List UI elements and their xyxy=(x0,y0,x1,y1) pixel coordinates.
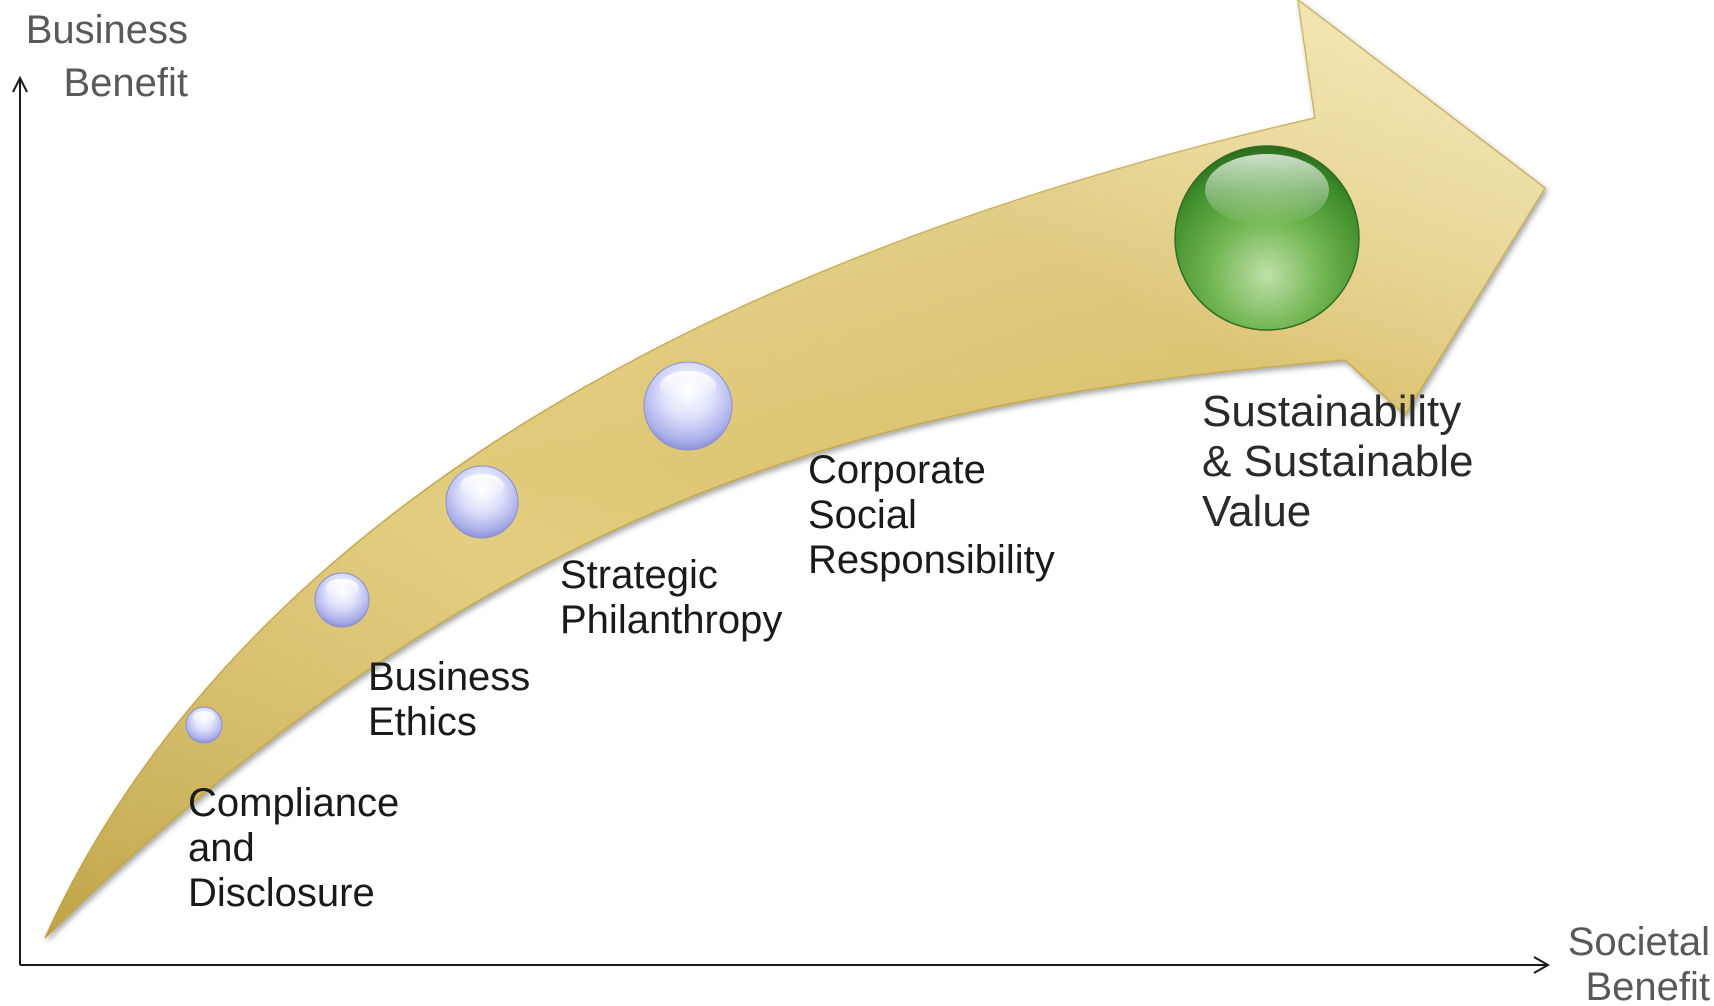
svg-text:Business: Business xyxy=(368,655,530,699)
stage-marker-3 xyxy=(445,465,519,539)
y-axis-label-line1: Business xyxy=(26,8,188,52)
x-axis-arrowhead-icon xyxy=(1533,956,1551,974)
x-axis-label-line2: Benefit xyxy=(1585,965,1710,1001)
stage-label-sustainability: Sustainability & Sustainable Value xyxy=(1202,387,1474,536)
svg-text:Corporate: Corporate xyxy=(808,448,986,492)
svg-text:Strategic: Strategic xyxy=(560,553,718,597)
progress-arrow xyxy=(44,0,1546,939)
svg-text:& Sustainable: & Sustainable xyxy=(1202,437,1474,486)
stage-labels: Compliance and Disclosure Business Ethic… xyxy=(188,387,1474,915)
stage-label-business-ethics: Business Ethics xyxy=(368,655,530,744)
svg-text:Value: Value xyxy=(1202,487,1311,536)
arrow-shine xyxy=(45,0,1545,938)
stage-label-compliance: Compliance and Disclosure xyxy=(188,781,399,915)
y-axis-arrowhead-icon xyxy=(12,75,28,93)
stage-markers xyxy=(185,145,1360,744)
stage-marker-1 xyxy=(185,706,223,744)
svg-text:and: and xyxy=(188,826,255,870)
svg-text:Ethics: Ethics xyxy=(368,700,477,744)
axes: Business Benefit Societal Benefit xyxy=(12,8,1710,1006)
svg-text:Disclosure: Disclosure xyxy=(188,871,375,915)
stage-label-strategic-philanthropy: Strategic Philanthropy xyxy=(560,553,782,642)
stage-marker-5 xyxy=(1174,145,1360,331)
svg-text:Responsibility: Responsibility xyxy=(808,538,1055,582)
stage-marker-2 xyxy=(314,572,370,628)
svg-text:Philanthropy: Philanthropy xyxy=(560,598,782,642)
y-axis-label-line2: Benefit xyxy=(63,61,188,105)
svg-text:Social: Social xyxy=(808,493,917,537)
stage-marker-4 xyxy=(643,361,733,451)
svg-text:Compliance: Compliance xyxy=(188,781,399,825)
x-axis-label-line1: Societal xyxy=(1568,920,1710,964)
stage-label-csr: Corporate Social Responsibility xyxy=(808,448,1055,582)
svg-text:Sustainability: Sustainability xyxy=(1202,387,1461,436)
